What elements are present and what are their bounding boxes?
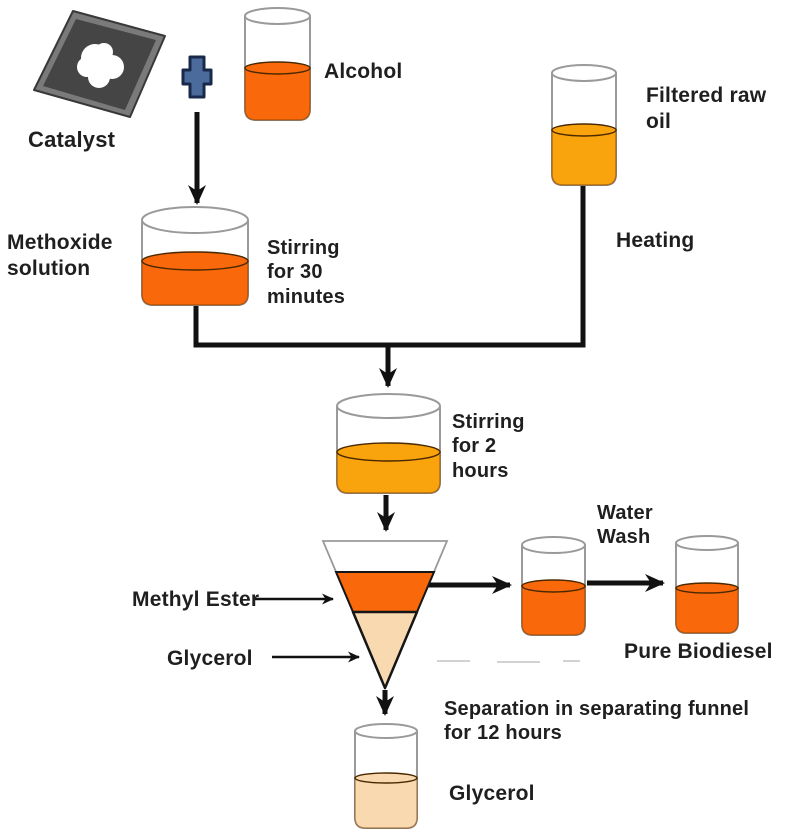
beaker-liquid [675, 587, 739, 634]
methyl-ester-layer [334, 571, 436, 613]
beaker-liquid [141, 260, 249, 306]
alcohol-beaker [244, 7, 311, 121]
heating-label: Heating [616, 229, 695, 252]
pure-biodiesel-beaker [675, 535, 739, 634]
glycerol-layer-label: Glycerol [167, 647, 253, 670]
beaker-rim [521, 536, 586, 554]
beaker-rim [551, 64, 617, 82]
methyl-ester-label: Methyl Ester [132, 588, 260, 611]
catalyst-label: Catalyst [28, 127, 116, 152]
beaker-liquid [521, 585, 586, 636]
filtered-raw-oil-beaker [551, 64, 617, 186]
catalyst-dish [33, 10, 166, 118]
beaker-rim [336, 393, 441, 419]
stirring-30-minutes-label: Stirring for 30 minutes [267, 237, 346, 308]
beaker-liquid-surface [244, 61, 311, 75]
catalyst-powder [77, 43, 124, 88]
filtered-raw-oil-label: Filtered raw oil [646, 84, 767, 133]
separation-note-label: Separation in separating funnel for 12 h… [444, 698, 750, 745]
beaker-liquid-surface [551, 123, 617, 137]
watermark-dashes [437, 660, 580, 663]
water-wash-label: Water Wash [597, 502, 653, 549]
beaker-liquid-surface [141, 251, 249, 271]
separating-funnel [321, 540, 449, 691]
pure-biodiesel-label: Pure Biodiesel [624, 640, 773, 663]
flow-connectors [188, 112, 665, 716]
beaker-liquid-surface [336, 442, 441, 462]
beaker-liquid-surface [675, 582, 739, 594]
alcohol-label: Alcohol [324, 60, 403, 83]
beaker-liquid [354, 777, 418, 829]
glycerol-product-label: Glycerol [449, 782, 535, 805]
plus-icon [181, 55, 213, 99]
beaker-liquid [336, 451, 441, 494]
beaker-liquid-surface [521, 579, 586, 593]
water-wash-beaker [521, 536, 586, 636]
junction-connector [193, 185, 586, 348]
beaker-rim [244, 7, 311, 25]
glycerol-beaker [354, 723, 418, 829]
beaker-rim [141, 206, 249, 234]
label-pointer-arrows [254, 593, 360, 663]
beaker-rim [675, 535, 739, 551]
beaker-rim [354, 723, 418, 739]
beaker-liquid-surface [354, 772, 418, 784]
beaker-liquid [244, 67, 311, 121]
stirring-2-hours-label: Stirring for 2 hours [452, 411, 525, 482]
methoxide-solution-label: Methoxide solution [7, 231, 113, 280]
methoxide-beaker [141, 206, 249, 306]
stirring-2h-beaker [336, 393, 441, 494]
glycerol-funnel-layer [351, 610, 419, 690]
beaker-liquid [551, 129, 617, 186]
